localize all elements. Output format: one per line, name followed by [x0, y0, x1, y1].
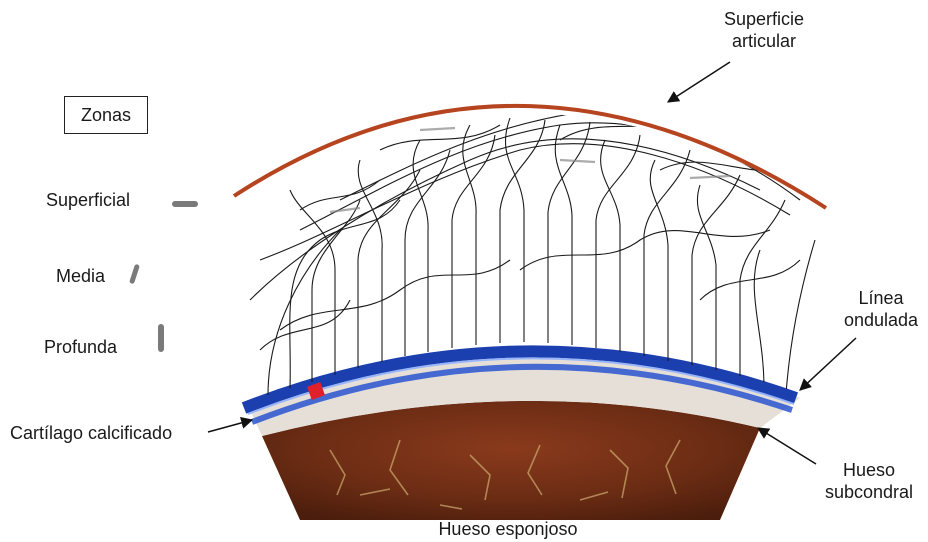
label-linea: Línea [836, 287, 926, 309]
label-superficial: Superficial [46, 189, 130, 211]
arrow-linea-ondulada [800, 338, 856, 390]
zone-marker-superficial [172, 201, 198, 207]
arrow-superficie-articular [668, 62, 730, 102]
label-profunda: Profunda [44, 336, 117, 358]
label-linea-ondulada: Línea ondulada [836, 287, 926, 331]
label-media: Media [56, 265, 105, 287]
label-zonas: Zonas [81, 105, 131, 126]
arrow-hueso-subcondral [758, 428, 816, 464]
label-superficie-articular: Superficie articular [706, 8, 822, 52]
label-subcondral: subcondral [814, 481, 924, 503]
label-ondulada: ondulada [836, 309, 926, 331]
label-cartilago-calcificado: Cartílago calcificado [10, 422, 172, 444]
arrow-cartilago-calcificado [208, 420, 252, 432]
label-hueso-subcondral: Hueso subcondral [814, 459, 924, 503]
zonas-box: Zonas [64, 96, 148, 134]
label-articular: articular [706, 30, 822, 52]
articular-surface [234, 106, 826, 208]
label-hueso-esponjoso: Hueso esponjoso [420, 518, 596, 540]
label-hueso: Hueso [814, 459, 924, 481]
zone-marker-media [129, 264, 140, 285]
label-superficie: Superficie [706, 8, 822, 30]
zone-marker-profunda [158, 324, 164, 352]
